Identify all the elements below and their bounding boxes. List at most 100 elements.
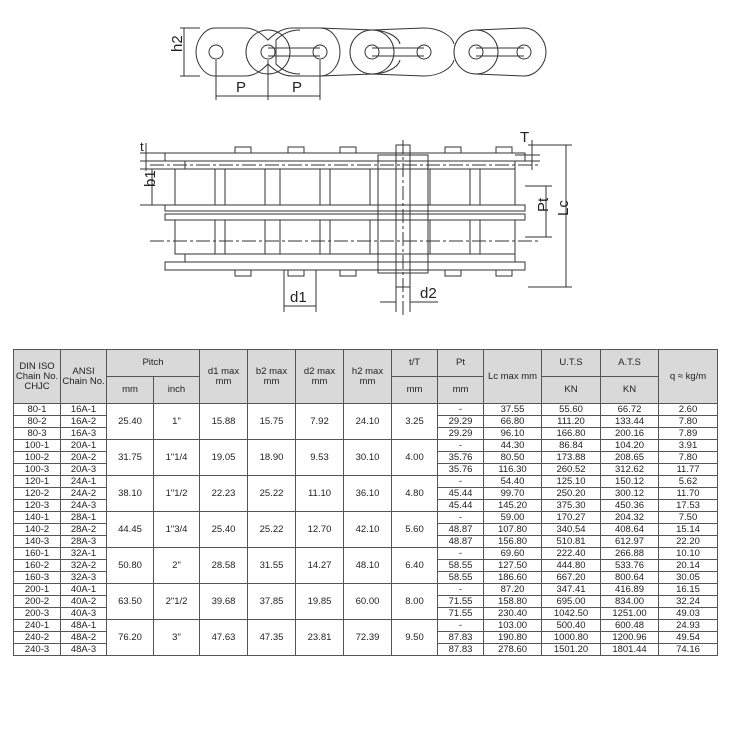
cell-din: 160-2 [13, 559, 61, 572]
cell-d1: 22.23 [199, 475, 248, 512]
cell-din: 140-3 [13, 535, 61, 548]
cell-pt: - [437, 403, 484, 416]
label-d2: d2 [420, 285, 437, 302]
cell-ansi: 32A-3 [60, 571, 107, 584]
header-ansi: ANSI Chain No. [60, 349, 107, 404]
cell-b2: 37.85 [247, 583, 296, 620]
cell-lc: 107.80 [483, 523, 542, 536]
cell-d2: 7.92 [295, 403, 344, 440]
cell-pitch-mm: 44.45 [106, 511, 154, 548]
cell-b2: 25.22 [247, 475, 296, 512]
cell-q: 22.20 [658, 535, 718, 548]
cell-uts: 55.60 [541, 403, 601, 416]
cell-q: 15.14 [658, 523, 718, 536]
cell-tT: 6.40 [391, 547, 438, 584]
cell-din: 140-2 [13, 523, 61, 536]
cell-din: 200-2 [13, 595, 61, 608]
cell-q: 11.70 [658, 487, 718, 500]
cell-ats: 416.89 [600, 583, 659, 596]
cell-ansi: 20A-1 [60, 439, 107, 452]
cell-pt: - [437, 583, 484, 596]
cell-pitch-mm: 76.20 [106, 619, 154, 656]
cell-h2: 60.00 [343, 583, 392, 620]
label-b1: b1 [142, 170, 159, 187]
cell-pt: - [437, 511, 484, 524]
cell-din: 80-2 [13, 415, 61, 428]
cell-lc: 278.60 [483, 643, 542, 656]
cell-pt: 45.44 [437, 487, 484, 500]
header-tT-unit: mm [391, 376, 438, 404]
cell-ansi: 40A-1 [60, 583, 107, 596]
header-tT: t/T [391, 349, 438, 377]
cell-din: 200-1 [13, 583, 61, 596]
cell-q: 7.80 [658, 415, 718, 428]
cell-h2: 42.10 [343, 511, 392, 548]
label-p1: P [236, 79, 246, 96]
cell-uts: 667.20 [541, 571, 601, 584]
cell-pt: 71.55 [437, 595, 484, 608]
cell-din: 160-3 [13, 571, 61, 584]
cell-ats: 612.97 [600, 535, 659, 548]
header-lc: Lc max mm [483, 349, 542, 404]
cell-uts: 444.80 [541, 559, 601, 572]
cell-pt: - [437, 547, 484, 560]
cell-q: 24.93 [658, 619, 718, 632]
cell-lc: 59.00 [483, 511, 542, 524]
cell-pt: - [437, 439, 484, 452]
cell-tT: 4.80 [391, 475, 438, 512]
cell-b2: 15.75 [247, 403, 296, 440]
header-ats: A.T.S [600, 349, 659, 377]
cell-d2: 11.10 [295, 475, 344, 512]
cell-d2: 9.53 [295, 439, 344, 476]
cell-lc: 103.00 [483, 619, 542, 632]
cell-din: 160-1 [13, 547, 61, 560]
cell-b2: 31.55 [247, 547, 296, 584]
cell-ats: 1200.96 [600, 631, 659, 644]
cell-lc: 54.40 [483, 475, 542, 488]
cell-pt: 29.29 [437, 415, 484, 428]
cell-pt: 58.55 [437, 559, 484, 572]
header-pitch: Pitch [106, 349, 200, 377]
cell-ansi: 48A-3 [60, 643, 107, 656]
cell-ansi: 40A-2 [60, 595, 107, 608]
cell-ansi: 24A-2 [60, 487, 107, 500]
cell-q: 7.89 [658, 427, 718, 440]
cell-uts: 347.41 [541, 583, 601, 596]
cell-pitch-inch: 1"1/4 [153, 439, 200, 476]
cell-b2: 25.22 [247, 511, 296, 548]
cell-ansi: 40A-3 [60, 607, 107, 620]
cell-pitch-inch: 1"3/4 [153, 511, 200, 548]
cell-ats: 266.88 [600, 547, 659, 560]
cell-q: 49.54 [658, 631, 718, 644]
cell-q: 5.62 [658, 475, 718, 488]
cell-d2: 19.85 [295, 583, 344, 620]
cell-pitch-inch: 2" [153, 547, 200, 584]
cell-q: 32.24 [658, 595, 718, 608]
cell-q: 7.50 [658, 511, 718, 524]
cell-q: 74.16 [658, 643, 718, 656]
cell-ansi: 28A-3 [60, 535, 107, 548]
cell-b2: 18.90 [247, 439, 296, 476]
header-uts: U.T.S [541, 349, 601, 377]
cell-lc: 69.60 [483, 547, 542, 560]
cell-ansi: 28A-2 [60, 523, 107, 536]
cell-pt: 35.76 [437, 463, 484, 476]
cell-uts: 166.80 [541, 427, 601, 440]
cell-ats: 1801.44 [600, 643, 659, 656]
cell-din: 80-1 [13, 403, 61, 416]
cell-ats: 208.65 [600, 451, 659, 464]
cell-ats: 200.16 [600, 427, 659, 440]
cell-din: 240-3 [13, 643, 61, 656]
cell-din: 80-3 [13, 427, 61, 440]
cell-q: 17.53 [658, 499, 718, 512]
cell-uts: 125.10 [541, 475, 601, 488]
cell-pitch-mm: 50.80 [106, 547, 154, 584]
cell-pitch-mm: 63.50 [106, 583, 154, 620]
